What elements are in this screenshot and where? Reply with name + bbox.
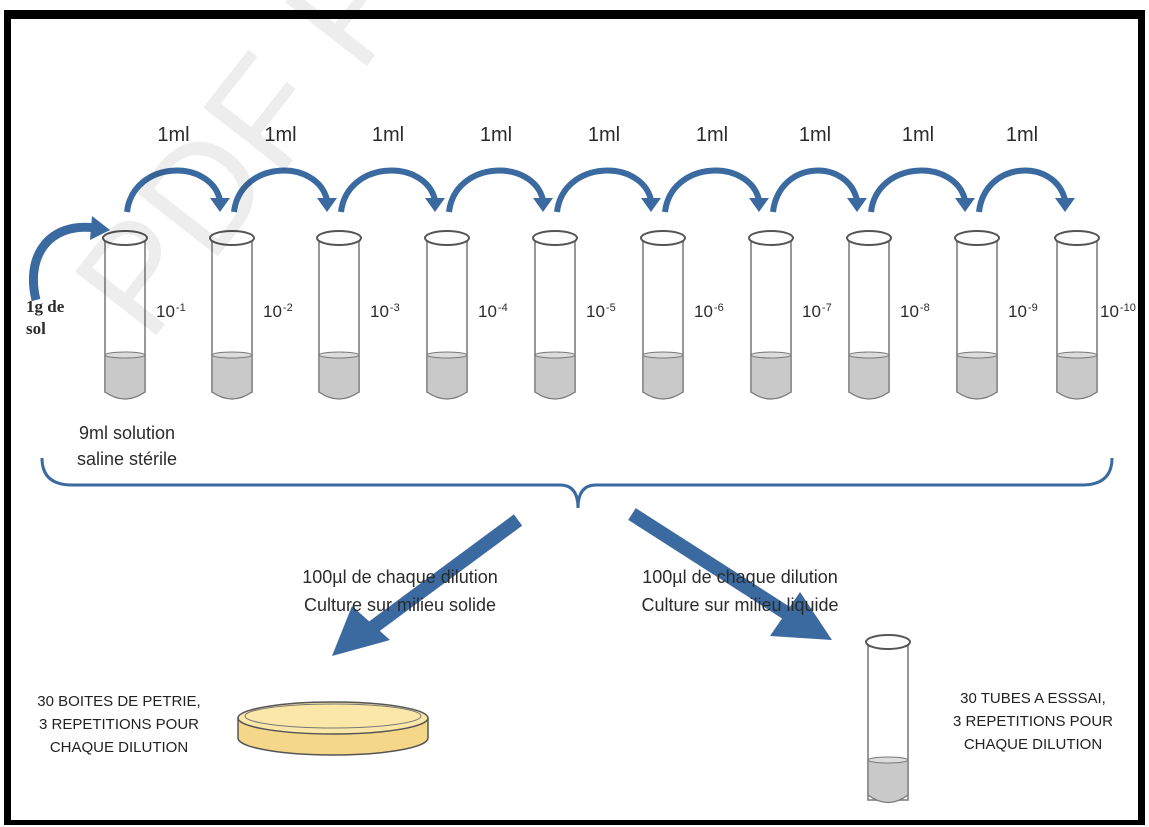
dilution-base: 10	[1100, 302, 1119, 321]
test-tube	[316, 230, 362, 400]
dilution-exponent: -1	[175, 302, 186, 314]
dilution-label: 10-9	[1008, 302, 1038, 322]
dilution-label: 10-6	[694, 302, 724, 322]
dilution-base: 10	[1008, 302, 1027, 321]
result-test-tube	[865, 634, 911, 804]
dilution-base: 10	[900, 302, 919, 321]
test-tube	[424, 230, 470, 400]
dilution-label: 10-10	[1100, 302, 1136, 322]
test-tube	[102, 230, 148, 400]
transfer-arrow	[554, 167, 661, 213]
petri-result-line2: 3 REPETITIONS POUR	[38, 716, 200, 733]
dilution-label: 10-2	[263, 302, 293, 322]
solution-label-line1: 9ml solution	[78, 423, 176, 443]
dilution-base: 10	[586, 302, 605, 321]
transfer-volume-label: 1ml	[479, 124, 513, 146]
transfer-volume-label: 1ml	[901, 124, 935, 146]
test-tube	[640, 230, 686, 400]
solid-branch-line1: 100µl de chaque dilution	[302, 567, 498, 587]
transfer-volume-label: 1ml	[371, 124, 405, 146]
dilution-base: 10	[802, 302, 821, 321]
dilution-label: 10-4	[478, 302, 508, 322]
transfer-volume-label: 1ml	[587, 124, 621, 146]
dilution-exponent: -5	[605, 302, 616, 314]
solution-label-line2: saline stérile	[76, 449, 178, 469]
liquid-branch-text: 100µl de chaque dilution Culture sur mil…	[602, 563, 878, 619]
soil-arrow	[28, 222, 96, 302]
liquid-arrow	[628, 508, 832, 640]
transfer-arrow	[662, 167, 769, 213]
transfer-volume-label: 1ml	[1005, 124, 1039, 146]
test-tube	[532, 230, 578, 400]
transfer-arrow	[976, 167, 1075, 213]
test-tube	[954, 230, 1000, 400]
tube-result-text: 30 TUBES A ESSSAI, 3 REPETITIONS POUR CH…	[928, 687, 1138, 756]
frame-left	[4, 10, 11, 825]
solution-label: 9ml solution saline stérile	[42, 420, 212, 472]
tube-row	[102, 230, 1100, 400]
soil-arrowhead	[90, 216, 110, 240]
liquid-branch-line2: Culture sur milieu liquide	[641, 595, 839, 615]
solid-arrow	[332, 514, 523, 656]
test-tube	[1054, 230, 1100, 400]
dilution-label: 10-1	[156, 302, 186, 322]
petri-dish	[237, 701, 429, 756]
transfer-volume-label: 1ml	[157, 124, 190, 146]
transfer-arrow	[338, 167, 445, 213]
dilution-exponent: -9	[1027, 302, 1038, 314]
tube-result-line1: 30 TUBES A ESSSAI,	[960, 690, 1106, 707]
dilution-exponent: -10	[1119, 302, 1136, 314]
dilution-exponent: -8	[919, 302, 930, 314]
solid-branch-line2: Culture sur milieu solide	[303, 595, 497, 615]
frame-top	[4, 10, 1145, 19]
liquid-branch-line1: 100µl de chaque dilution	[642, 567, 838, 587]
dilution-exponent: -2	[282, 302, 293, 314]
frame-right	[1138, 10, 1145, 825]
frame-bottom	[4, 820, 1145, 825]
dilution-exponent: -4	[497, 302, 508, 314]
dilution-base: 10	[156, 302, 175, 321]
tube-result-line2: 3 REPETITIONS POUR	[952, 713, 1114, 730]
petri-result-text: 30 BOITES DE PETRIE, 3 REPETITIONS POUR …	[14, 690, 224, 759]
transfer-arrow	[868, 167, 975, 213]
dilution-exponent: -7	[821, 302, 832, 314]
petri-result-line1: 30 BOITES DE PETRIE,	[37, 693, 201, 710]
transfer-arrow	[446, 167, 553, 213]
solid-branch-text: 100µl de chaque dilution Culture sur mil…	[262, 563, 538, 619]
transfer-arrow	[124, 167, 230, 213]
dilution-base: 10	[263, 302, 282, 321]
dilution-label: 10-7	[802, 302, 832, 322]
dilution-base: 10	[370, 302, 389, 321]
transfer-volume-label: 1ml	[695, 124, 729, 146]
dilution-base: 10	[478, 302, 497, 321]
test-tube	[846, 230, 892, 400]
dilution-label: 10-8	[900, 302, 930, 322]
transfer-volume-label: 1ml	[264, 124, 297, 146]
soil-label: 1g de sol	[26, 297, 65, 338]
tube-result-line3: CHAQUE DILUTION	[963, 736, 1103, 753]
test-tube	[748, 230, 794, 400]
dilution-label: 10-3	[370, 302, 400, 322]
test-tube	[209, 230, 255, 400]
group-brace	[40, 457, 1114, 509]
transfer-arrow	[770, 167, 867, 213]
dilution-exponent: -3	[389, 302, 400, 314]
dilution-base: 10	[694, 302, 713, 321]
petri-result-line3: CHAQUE DILUTION	[49, 739, 189, 756]
dilution-label: 10-5	[586, 302, 616, 322]
transfer-volume-label: 1ml	[798, 124, 832, 146]
transfer-arrow	[231, 167, 337, 213]
dilution-exponent: -6	[713, 302, 724, 314]
transfer-arrows	[124, 167, 1075, 213]
